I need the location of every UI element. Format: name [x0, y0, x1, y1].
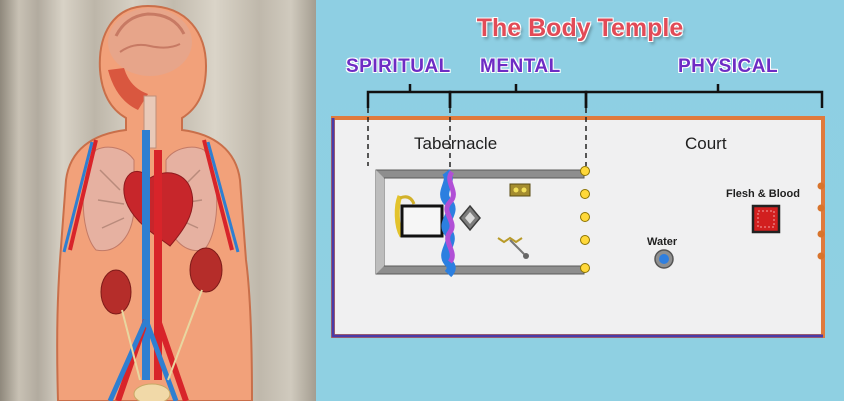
- gate-post: [818, 253, 825, 260]
- showbread-table-icon: [510, 184, 530, 196]
- label-physical: PHYSICAL: [678, 56, 778, 78]
- right-kidney: [190, 248, 222, 292]
- spiritual-bracket: [368, 84, 450, 108]
- ark-icon: [402, 206, 442, 236]
- gate-post: [818, 205, 825, 212]
- mental-bracket: [450, 84, 586, 108]
- temple-diagram: The Body Temple SPIRITUAL MENTAL PHYSICA…: [316, 0, 844, 401]
- label-tabernacle: Tabernacle: [414, 134, 497, 154]
- label-court: Court: [685, 134, 727, 154]
- entrance-post: [581, 264, 590, 273]
- brain: [108, 8, 192, 76]
- physical-bracket: [586, 84, 822, 108]
- gate-post: [818, 183, 825, 190]
- entrance-post: [581, 190, 590, 199]
- label-mental: MENTAL: [480, 56, 561, 78]
- page-title: The Body Temple: [316, 14, 844, 43]
- left-kidney: [101, 270, 131, 314]
- anatomy-photo: [0, 0, 316, 401]
- gate-post: [818, 231, 825, 238]
- entrance-post: [581, 236, 590, 245]
- label-spiritual: SPIRITUAL: [346, 56, 451, 78]
- label-flesh-blood: Flesh & Blood: [726, 188, 800, 200]
- entrance-post: [581, 167, 590, 176]
- label-water: Water: [647, 236, 677, 248]
- anatomy-model-illustration: [0, 0, 316, 401]
- brazen-altar-icon: [753, 206, 779, 232]
- entrance-post: [581, 213, 590, 222]
